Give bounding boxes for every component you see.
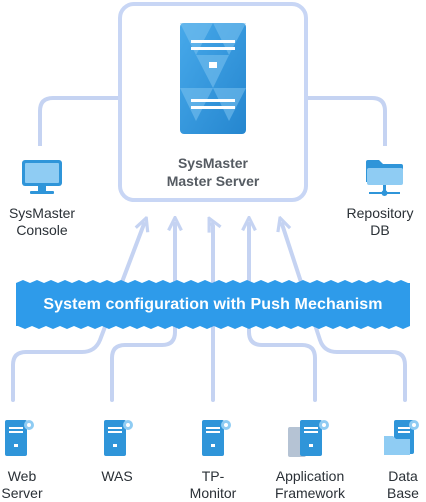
repository-connector [306, 96, 387, 146]
client-label-tp-monitor: TP- Monitor [189, 468, 237, 501]
was-server-icon [104, 420, 133, 456]
push-banner [16, 280, 410, 329]
folder-network-icon [366, 160, 403, 196]
client-label-database: Data Base [387, 468, 419, 501]
client-connectors [11, 224, 407, 402]
application-framework-icon [288, 420, 329, 457]
tp-monitor-server-icon [202, 420, 231, 456]
database-connector [282, 224, 407, 402]
web-server-connector [11, 224, 144, 402]
master-server-icon [180, 23, 246, 134]
console-label: SysMaster Console [8, 205, 76, 238]
banner-text: System configuration with Push Mechanism [43, 296, 383, 313]
repository-label: Repository DB [346, 205, 414, 238]
console-connector [38, 96, 120, 146]
database-icon [384, 420, 419, 455]
client-label-was: WAS [101, 468, 133, 484]
client-label-web-server: Web Server [1, 468, 43, 501]
web-server-icon [5, 420, 34, 456]
monitor-icon [22, 160, 62, 194]
tp-monitor-connector [212, 224, 213, 402]
was-connector [110, 224, 175, 402]
application-connector [249, 224, 317, 402]
client-label-application-framework: Application Framework [274, 468, 345, 501]
master-server-title: SysMaster Master Server [166, 155, 260, 189]
